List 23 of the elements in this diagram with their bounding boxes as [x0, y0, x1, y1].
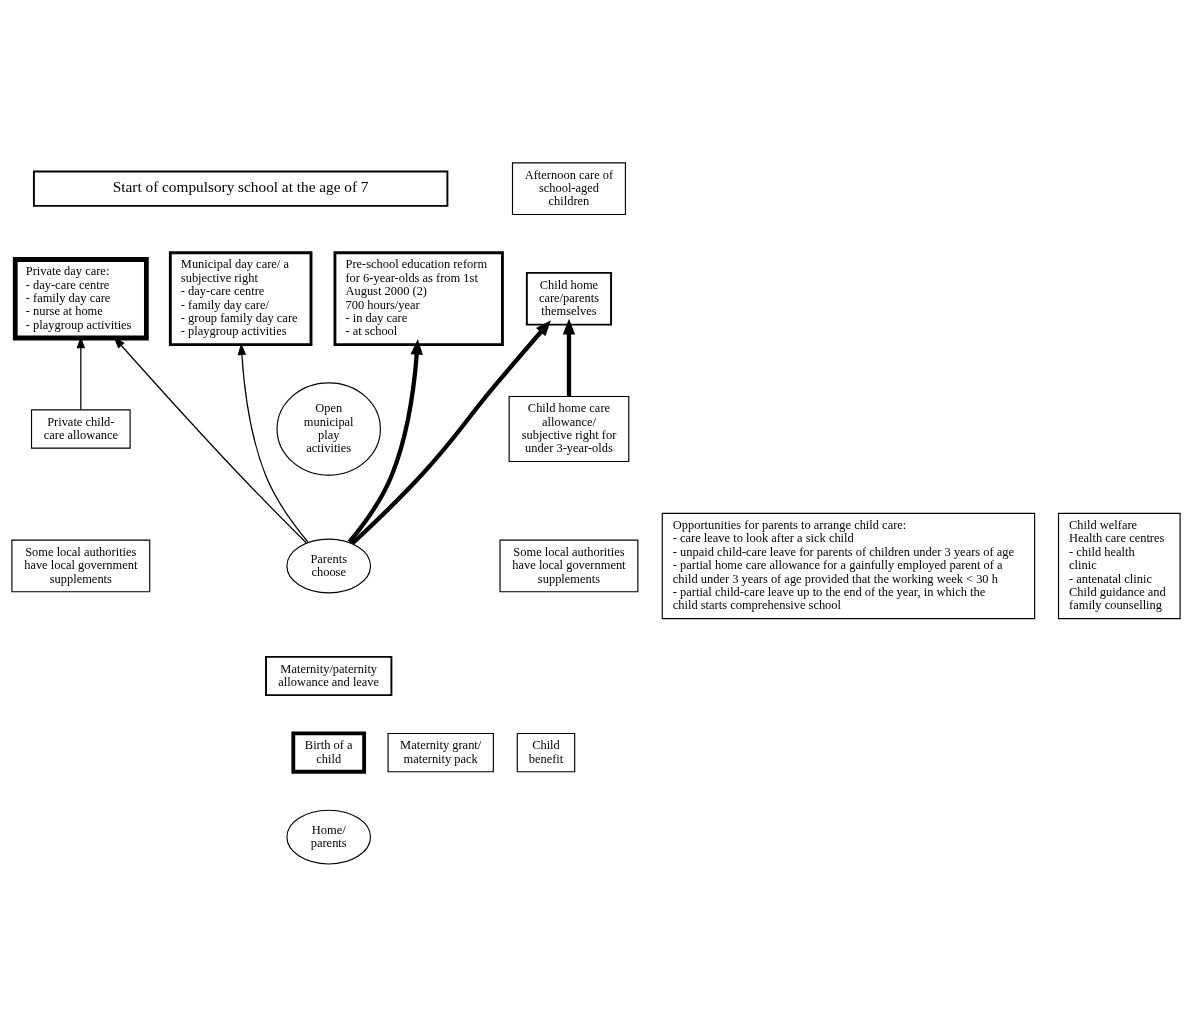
- node-box: Some local authorities have local government supplements: [11, 539, 151, 593]
- node-box: Private child-care allowance: [30, 409, 131, 449]
- node-box: Maternity grant/ maternity pack: [387, 732, 494, 773]
- arrow: [237, 342, 309, 543]
- node-ellipse: Open municipal play activities: [276, 382, 381, 476]
- node-box: Birth of a child: [291, 731, 367, 774]
- node-ellipse: Home/ parents: [286, 809, 372, 865]
- node-box: Child benefit: [516, 732, 576, 773]
- node-box: Municipal day care/ a subjective right - day-care centre - family day care/ - group family day care - playgroup activities: [168, 251, 313, 347]
- arrow: [347, 338, 423, 544]
- arrow: [350, 320, 551, 546]
- node-ellipse: Parents choose: [286, 538, 372, 594]
- node-box: Opportunities for parents to arrange child care: - care leave to look after a sick child - unpaid child-care leave for parents of children under 3 years of age - partial home care allowance for a gainfully employed parent of a child under 3 years of age provided that the working week < 30 h - partial child-care leave up to the end of the year, in which the child starts comprehensive school: [661, 512, 1036, 620]
- node-box: Some local authorities have local government supplements: [499, 539, 639, 593]
- node-box: Afternoon care of school-aged children: [511, 162, 626, 216]
- node-box: Maternity/paternity allowance and leave: [265, 655, 393, 697]
- node-box: Child home care allowance/ subjective right for under 3-year-olds: [508, 395, 630, 463]
- node-box: Child home care/parents themselves: [525, 271, 613, 326]
- node-box: Child welfare Health care centres - child health clinic - antenatal clinic Child guidance and family counselling: [1057, 512, 1181, 620]
- node-box: Private day care: - day-care centre - family day care - nurse at home - playgroup activities: [12, 257, 149, 341]
- node-box: Start of compulsory school at the age of 7: [32, 170, 449, 207]
- arrow: [562, 318, 576, 397]
- node-box: Pre-school education reform for 6-year-olds as from 1st August 2000 (2) 700 hours/year - in day care - at school: [333, 251, 504, 347]
